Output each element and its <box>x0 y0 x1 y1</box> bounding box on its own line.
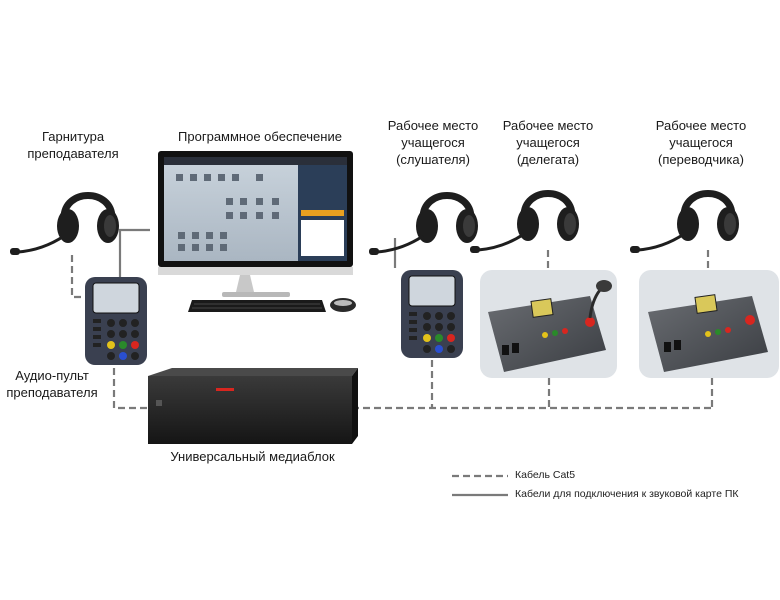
listener-workstation-label: Рабочее место учащегося (слушателя) <box>387 118 479 167</box>
keyboard-icon <box>188 300 326 312</box>
interpreter-workstation-label: Рабочее место учащегося (переводчика) <box>655 118 747 167</box>
delegate-workstation-label: Рабочее место учащегося (делегата) <box>502 118 594 167</box>
software-label: Программное обеспечение <box>178 129 342 144</box>
sound-card-cables <box>118 228 397 278</box>
headset-icon <box>470 194 579 254</box>
legend-cat5-text: Кабель Cat5 <box>515 469 576 481</box>
headset-icon <box>10 196 119 256</box>
student-panel-icon <box>480 270 617 378</box>
monitor-icon <box>158 151 353 297</box>
teacher-headset-label: Гарнитура преподавателя <box>27 129 119 161</box>
legend-sound-card-text: Кабели для подключения к звуковой карте … <box>515 488 739 500</box>
audio-console-icon <box>400 269 464 359</box>
media-block-icon <box>148 368 358 444</box>
headset-icon <box>630 194 739 254</box>
cat5-cables <box>70 250 714 410</box>
mouse-icon <box>330 298 356 312</box>
media-block-label: Универсальный медиаблок <box>170 449 335 464</box>
student-panel-icon <box>639 270 779 378</box>
audio-console-icon <box>84 276 148 366</box>
teacher-console-label: Аудио-пульт преподавателя <box>6 368 98 400</box>
headset-icon <box>369 196 478 256</box>
